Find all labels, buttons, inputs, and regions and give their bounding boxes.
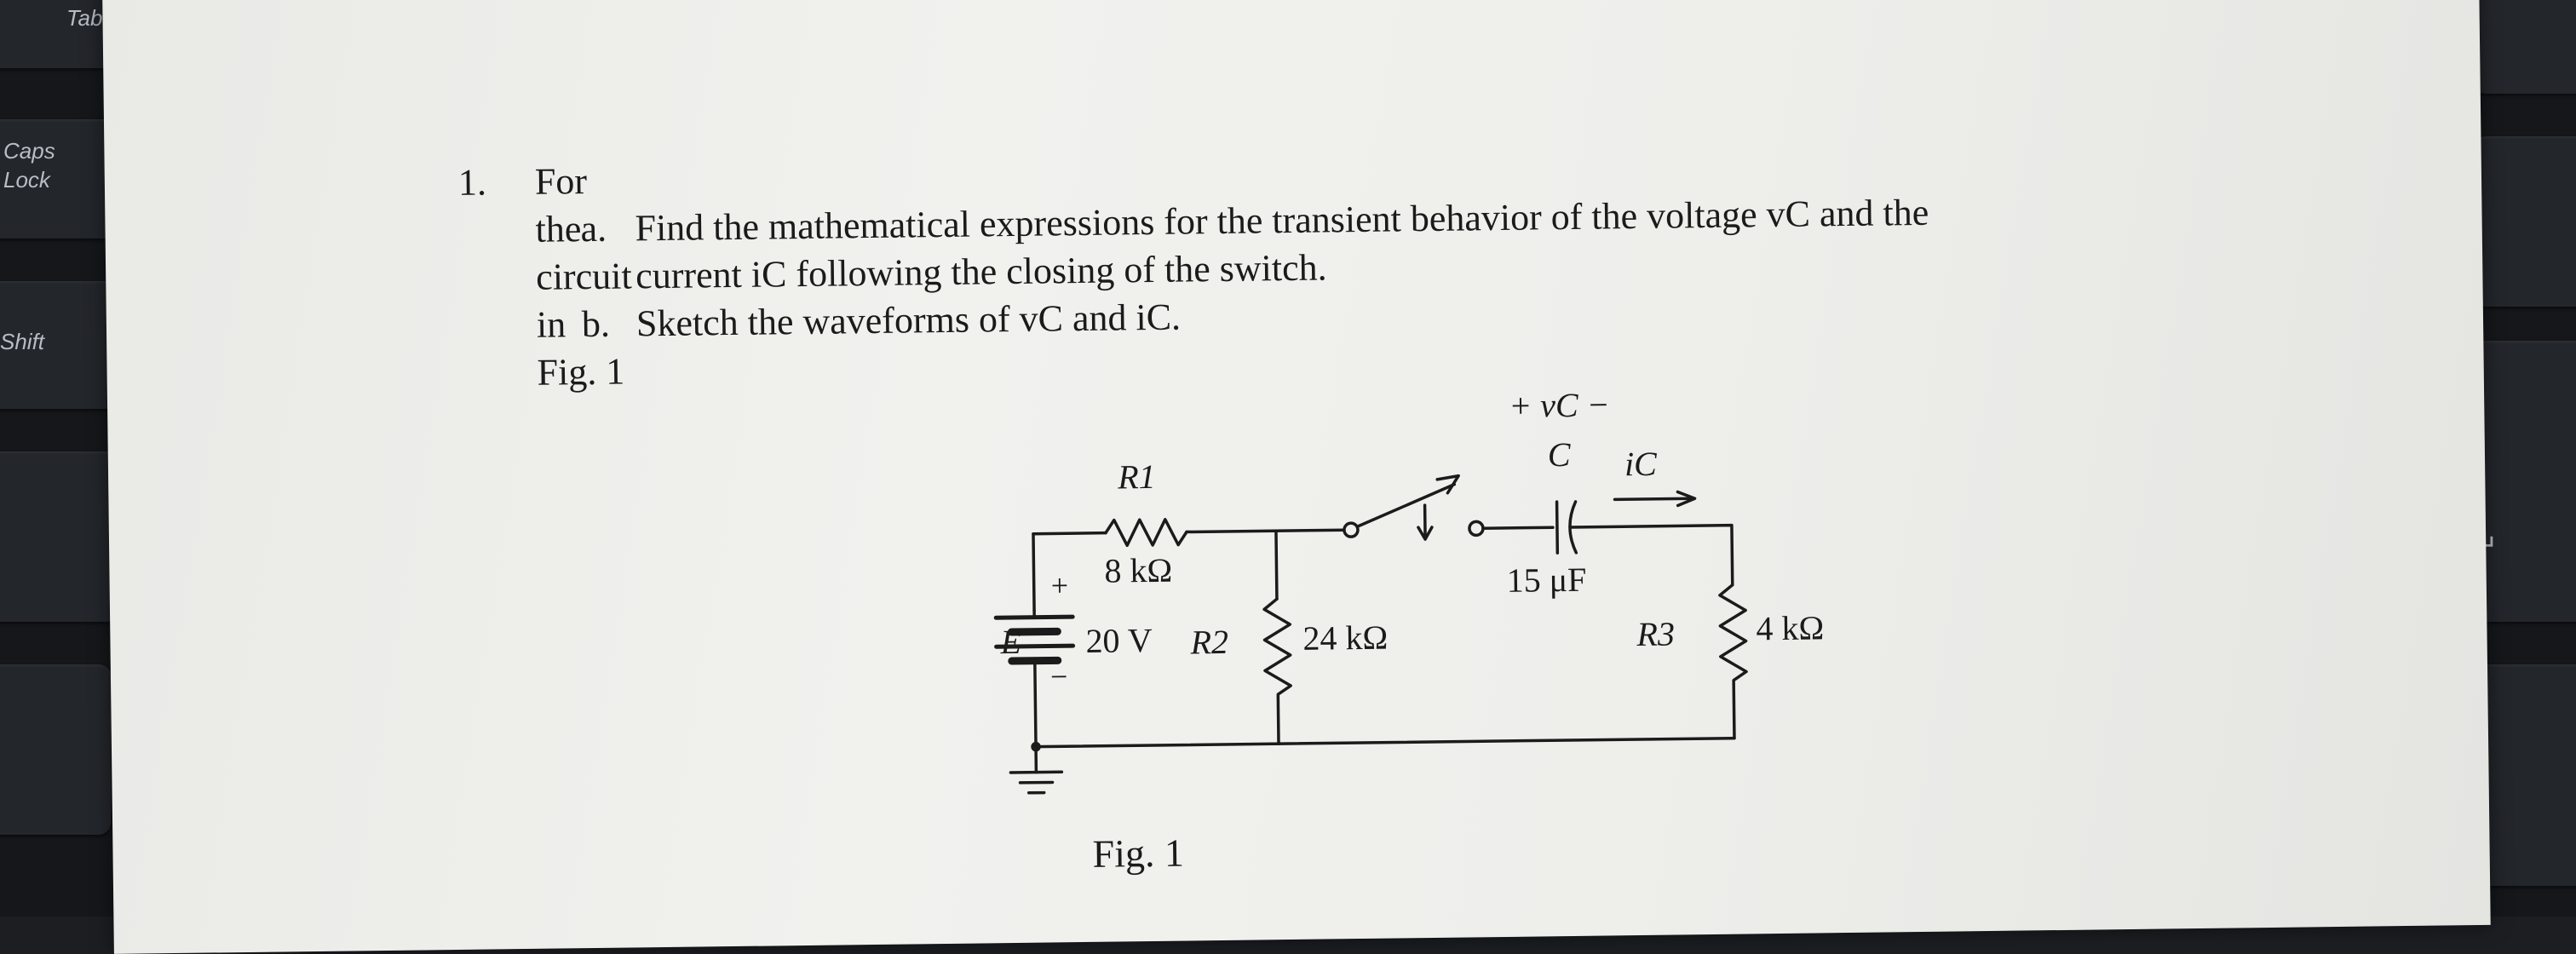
current-arrow-line [1615, 498, 1693, 499]
r3-value: 4 kΩ [1756, 608, 1824, 647]
tab-key-label: Tab [66, 5, 102, 32]
source-plus-sign: + [1050, 568, 1068, 602]
circuit-diagram: + E − 20 V R1 8 kΩ R2 24 kΩ + vC − C 15 … [102, 0, 2490, 920]
cap-label: C [1548, 435, 1573, 474]
r2-label: R2 [1189, 623, 1228, 662]
cap-voltage-label: + vC − [1509, 385, 1610, 424]
battery-plate-1 [996, 617, 1072, 618]
resistor-r3-symbol [1720, 584, 1747, 738]
switch-contact-right [1469, 521, 1483, 535]
source-value: 20 V [1085, 621, 1153, 660]
wire-battery-bottom [1035, 664, 1036, 747]
keyboard-key [0, 664, 111, 835]
source-minus-sign: − [1050, 659, 1068, 693]
capacitor-plate-left [1557, 502, 1558, 553]
cap-value: 15 μF [1506, 560, 1586, 600]
source-label: E [999, 623, 1021, 661]
resistor-r2-symbol [1264, 599, 1291, 744]
wire-top-left [1033, 533, 1106, 534]
ground-line-1 [1010, 772, 1061, 773]
wire-r2-top [1276, 531, 1277, 599]
r3-label: R3 [1636, 615, 1675, 654]
keyboard-key [2474, 0, 2576, 94]
switch-contact-left [1344, 523, 1358, 537]
switch-blade [1357, 485, 1455, 526]
current-label: iC [1624, 445, 1659, 483]
wire-bottom [1036, 738, 1734, 747]
figure-caption: Fig. 1 [1092, 830, 1184, 876]
r1-label: R1 [1117, 457, 1156, 497]
wire-top-mid [1187, 530, 1344, 532]
r1-value: 8 kΩ [1104, 551, 1172, 590]
shift-key-label: Shift [0, 329, 44, 355]
keyboard-key [0, 451, 119, 622]
r2-value: 24 kΩ [1302, 618, 1388, 658]
wire-left-top [1033, 534, 1034, 611]
paper-sheet: 1. For the circuit in Fig. 1 a. Find the… [102, 0, 2491, 954]
caps-lock-key-label: Caps Lock [3, 136, 80, 194]
keyboard-key [2474, 136, 2576, 307]
wire-to-cap [1483, 527, 1553, 528]
resistor-r1-symbol [1106, 519, 1187, 545]
wire-top-right [1571, 526, 1733, 587]
